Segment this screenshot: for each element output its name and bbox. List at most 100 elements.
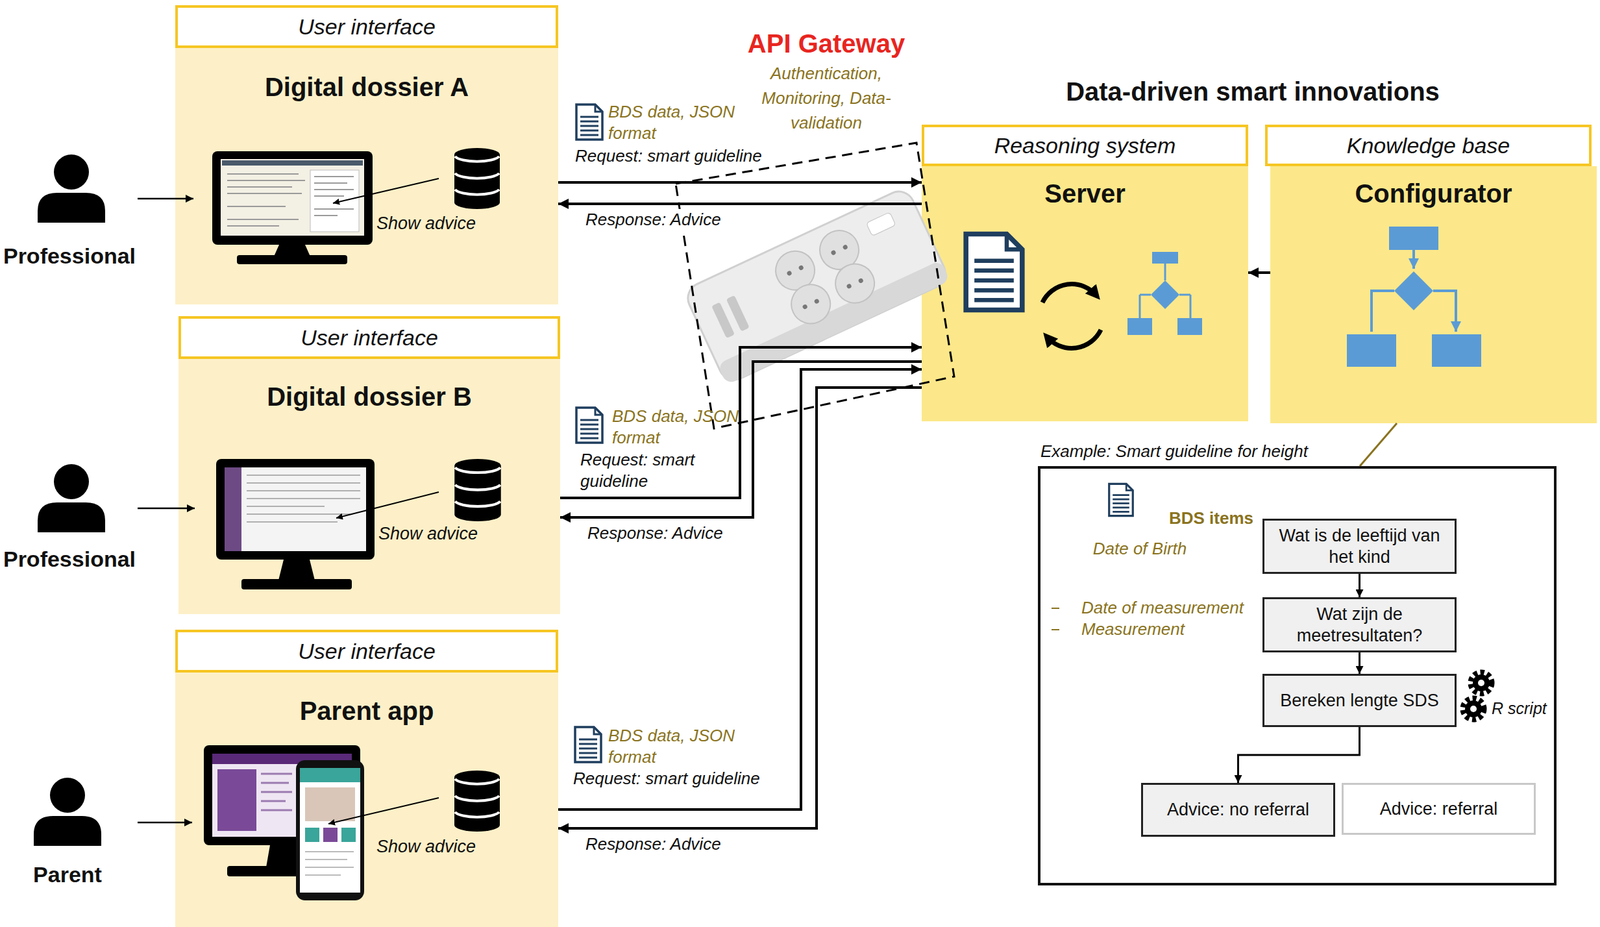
flowchart-icon: [1150, 280, 1180, 309]
person-icon: [53, 464, 89, 500]
database-icon: [454, 147, 502, 832]
gateway-outline: [675, 142, 955, 429]
person-icon: [37, 192, 106, 223]
power-strip-photo: [865, 212, 896, 237]
gear-icon: [1470, 672, 1492, 694]
node-text: User interface: [300, 325, 439, 351]
document-icon: [1109, 483, 1134, 516]
person-icon: [37, 502, 106, 533]
document-icon: [965, 234, 1023, 311]
flowchart-icon: [1346, 334, 1397, 367]
connector: [558, 202, 922, 206]
gear-icon: [1463, 698, 1484, 720]
edge-label: Request: smart guideline: [573, 145, 764, 167]
connector: [558, 369, 922, 810]
process-box: Advice: referral: [1341, 782, 1536, 835]
monitor-icon: [212, 151, 373, 265]
panel-ground: [178, 358, 561, 615]
node-title: Digital dossier A: [175, 72, 559, 102]
monitor-icon: [314, 176, 354, 216]
connector: [1358, 652, 1361, 674]
flowchart-icon: [1371, 289, 1456, 293]
process-box: Advice: no referral: [1141, 782, 1336, 837]
panel: Server: [921, 166, 1249, 422]
node-text: User interface: [297, 14, 436, 40]
items-heading: BDS items: [1169, 507, 1254, 530]
flowchart-icon: [1152, 251, 1179, 264]
flowchart-icon: [1394, 271, 1434, 311]
item-label: Date of Birth: [1093, 538, 1188, 560]
flowchart-icon: [1389, 226, 1439, 250]
monitor-icon: [216, 458, 375, 590]
actor-label: Parent: [33, 860, 102, 889]
connector: [560, 361, 922, 518]
phone-icon: [341, 827, 356, 842]
user-arrow: [137, 821, 193, 824]
actor-label: Professional: [3, 242, 136, 271]
flowchart-icon: [1127, 318, 1153, 335]
power-strip-photo: [789, 247, 861, 308]
monitor-icon: [266, 845, 300, 868]
node-text: Advice: referral: [1379, 798, 1499, 820]
panel-ground: [175, 672, 559, 927]
node-text: Advice: no referral: [1167, 799, 1310, 820]
monitor-icon: [220, 159, 365, 236]
note-label: Show advice: [376, 212, 476, 235]
node-title: Parent app: [175, 696, 559, 726]
process-box: Wat is de leeftijd van het kind: [1262, 518, 1457, 574]
section-header: Knowledge base: [1265, 124, 1592, 167]
flowchart-icon: [1139, 263, 1191, 319]
gear-icon: [1477, 679, 1485, 687]
flowchart-icon: [1346, 226, 1482, 367]
phone-icon: [299, 767, 361, 893]
monitor-icon: [224, 467, 367, 552]
gateway-note: Authentication, Monitoring, Data-validat…: [741, 61, 911, 136]
monitor-icon: [212, 151, 373, 245]
node-title: Server: [921, 179, 1249, 209]
monitor-icon: [246, 475, 361, 522]
panel: Digital dossier B: [178, 358, 561, 615]
connector: [1238, 726, 1360, 783]
phone-icon: [305, 787, 356, 822]
node-text: User interface: [297, 638, 436, 665]
monitor-icon: [216, 458, 375, 560]
node-text: Wat is de leeftijd van het kind: [1270, 525, 1449, 568]
person-icon: [49, 777, 86, 813]
list-bullet: [1051, 608, 1060, 630]
gateway-title: API Gateway: [747, 27, 905, 60]
section-heading: Data-driven smart innovations: [1065, 75, 1440, 108]
database-icon: [454, 147, 500, 210]
power-strip-photo: [682, 186, 951, 385]
show-advice-leader: [328, 178, 439, 824]
note-label: R script: [1491, 698, 1547, 719]
gear-icon: [1472, 674, 1490, 692]
connector: [558, 387, 922, 829]
node-title: Configurator: [1270, 179, 1597, 209]
monitor-icon: [310, 170, 359, 232]
monitor-icon: [236, 255, 348, 265]
flowchart-icon: [1127, 251, 1203, 335]
show-advice-leader: [332, 178, 439, 204]
phone-icon: [299, 767, 361, 783]
gear-icon: [1463, 672, 1492, 720]
database-icon: [454, 770, 500, 832]
power-strip-photo: [726, 295, 750, 332]
edge-label: Response: Advice: [583, 209, 724, 231]
phone-icon: [305, 827, 320, 842]
edge-label: Response: Advice: [585, 522, 726, 544]
edge-label: Request: smart guideline: [571, 767, 763, 790]
node-text: Knowledge base: [1346, 133, 1510, 159]
panel: Parent app: [175, 672, 559, 927]
node-text: Wat zijn de meetresultaten?: [1270, 603, 1449, 646]
gear-icon: [1470, 705, 1477, 713]
edge-label: Request: smart guideline: [578, 449, 732, 492]
monitor-icon: [224, 467, 242, 552]
show-advice-leader: [336, 492, 439, 518]
connector: [558, 181, 922, 184]
power-strip-photo: [682, 186, 951, 385]
user-arrow: [137, 198, 195, 823]
cycle-icon: [1046, 329, 1101, 348]
person-icon: [53, 154, 89, 190]
document-icon: [965, 234, 1023, 311]
section-header: User interface: [175, 5, 559, 49]
